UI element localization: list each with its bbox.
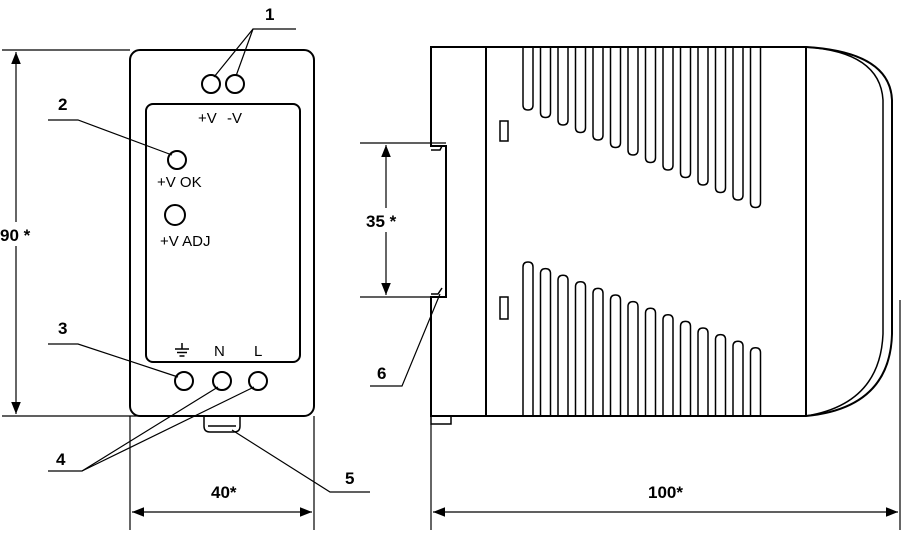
bottom-fin [574,281,587,416]
bottom-fin [522,261,534,416]
top-fin [644,47,657,164]
top-fin [627,47,639,156]
top-fin [539,47,552,119]
side-view [430,46,893,425]
vent-slot-upper [499,120,509,142]
bottom-cooling-fins [522,261,762,416]
callout-6-number: 6 [377,364,386,383]
plus-v-terminal[interactable] [201,74,221,94]
earth-terminal[interactable] [174,371,194,391]
v-adj-label: +V ADJ [160,233,210,250]
vent-slot-lower [499,296,509,320]
front-panel [145,103,301,363]
bottom-fin [714,333,727,416]
callout-4-leader [48,386,219,472]
front-housing [129,49,315,417]
neutral-label: N [214,343,225,360]
top-fin [609,47,622,149]
callout-3-number: 3 [58,319,67,338]
bottom-fin [627,300,639,416]
line-terminal[interactable] [248,371,268,391]
bottom-fin [539,267,552,416]
top-fin [749,47,762,209]
bottom-fin [592,287,604,416]
bottom-fin [749,347,762,416]
callouts: 1 2 3 4 5 6 [48,5,441,493]
bottom-fin [697,327,709,416]
top-fin [592,47,604,141]
top-fin [679,47,692,179]
v-ok-label: +V OK [157,174,202,191]
callout-3-leader [48,343,179,378]
callout-6-leader [370,293,441,387]
width-dimension-label: 40* [211,483,237,502]
callout-1-leader [213,28,296,78]
bottom-fin [679,320,692,416]
top-fin [714,47,727,194]
line-label: L [254,343,262,360]
rail-dimension-label: 35 * [366,212,397,231]
rail-latch [430,415,452,425]
v-adj-potentiometer[interactable] [164,204,186,226]
bottom-fin [732,340,744,416]
rail-hook-bottom [431,287,443,295]
front-dimensions: 90 * 40* [0,49,315,530]
top-fin [574,47,587,134]
top-fin [697,47,709,186]
rail-hook-top [431,145,443,151]
bottom-fin [609,294,622,416]
callout-4-number: 4 [56,450,66,469]
din-clip [203,416,241,433]
callout-2-leader [48,119,173,156]
top-fin [732,47,744,201]
bottom-fin [557,274,569,416]
bottom-fin [644,307,657,416]
callout-2-number: 2 [58,95,67,114]
side-dimensions: 35 * 100* [360,142,901,530]
height-dimension-label: 90 * [0,226,31,245]
top-fin [557,47,569,126]
callout-5-number: 5 [345,469,354,488]
side-housing [430,46,893,417]
top-fin [662,47,674,171]
minus-v-terminal[interactable] [225,74,245,94]
front-view: +V -V +V OK +V ADJ N L [129,49,315,433]
earth-ground-icon [175,343,189,357]
neutral-terminal[interactable] [212,371,232,391]
callout-1-number: 1 [265,5,274,24]
plus-v-label: +V [198,110,217,127]
bottom-fin [662,314,674,416]
top-cooling-fins [522,47,762,209]
depth-dimension-label: 100* [648,483,683,502]
v-ok-indicator-led [167,150,187,170]
top-fin [522,47,534,111]
callout-5-leader [231,429,370,493]
minus-v-label: -V [227,110,242,127]
